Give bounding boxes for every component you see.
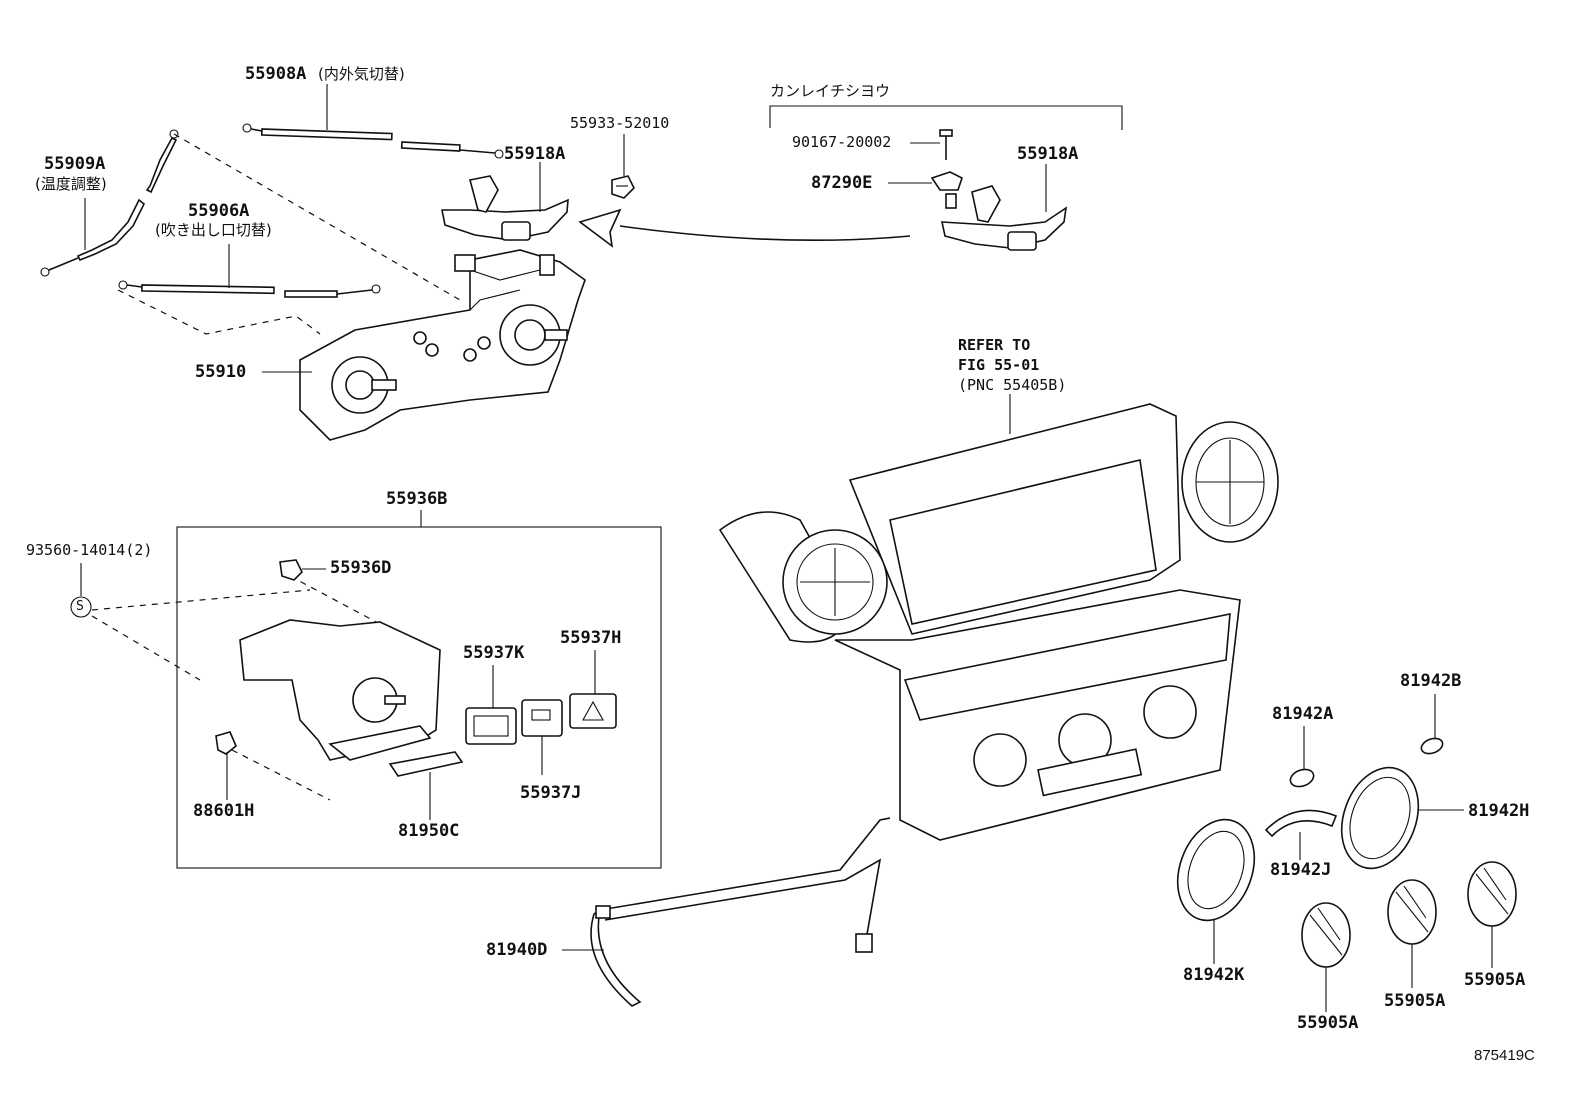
bolt-90167	[939, 129, 953, 160]
center-panel	[718, 403, 1279, 841]
cable-55908a	[242, 123, 504, 159]
label-55937h: 55937H	[560, 628, 622, 648]
knob-55905a-3	[1467, 861, 1517, 927]
label-55936b: 55936B	[386, 489, 448, 509]
dial-arc-81942j	[1264, 809, 1338, 838]
label-81950c: 81950C	[398, 821, 460, 841]
knob-55905a-2	[1387, 879, 1437, 945]
label-kanrei: カンレイチシヨウ	[770, 82, 891, 100]
label-55905a-3: 55905A	[1464, 970, 1526, 990]
cable-55909a	[40, 129, 179, 277]
label-refer-line2: FIG 55-01	[958, 356, 1040, 374]
bracket-kanrei	[769, 105, 1123, 130]
s-mark-circle	[70, 596, 92, 618]
label-55905a-2: 55905A	[1384, 991, 1446, 1011]
bulb-88601h	[215, 731, 237, 755]
bulb-55936d	[279, 559, 303, 581]
part-81942b	[1420, 737, 1444, 755]
button-55937k	[465, 707, 517, 745]
control-unit-55910	[299, 249, 586, 441]
label-81942b: 81942B	[1400, 671, 1462, 691]
linkage-55918a-left	[441, 175, 569, 241]
label-55910: 55910	[195, 362, 247, 382]
label-90167: 90167-20002	[792, 133, 892, 151]
label-55905a-1: 55905A	[1297, 1013, 1359, 1033]
label-87290e: 87290E	[811, 173, 873, 193]
label-refer-line1: REFER TO	[958, 336, 1031, 354]
label-55936d: 55936D	[330, 558, 392, 578]
label-55908a-note: (内外気切替)	[318, 65, 405, 83]
s-mark-label: S	[76, 599, 84, 614]
guide-dashed-screws	[91, 575, 411, 801]
dial-ring-81942h	[1340, 766, 1420, 870]
linkage-55918a-right	[940, 185, 1068, 251]
knob-55905a-1	[1301, 902, 1351, 968]
label-55933: 55933-52010	[570, 114, 670, 132]
guide-dashed-cables	[117, 133, 461, 335]
label-88601h: 88601H	[193, 801, 255, 821]
label-81942a: 81942A	[1272, 704, 1334, 724]
part-81942a	[1289, 768, 1315, 788]
figure-id: 875419C	[1474, 1047, 1535, 1064]
label-refer-line3: (PNC 55405B)	[958, 376, 1067, 394]
label-81942k: 81942K	[1183, 965, 1245, 985]
label-55937k: 55937K	[463, 643, 525, 663]
dial-ring-81942k	[1176, 818, 1256, 922]
label-55918a-left: 55918A	[504, 144, 566, 164]
label-55918a-right: 55918A	[1017, 144, 1079, 164]
label-55909a: 55909A	[44, 154, 106, 174]
label-81940d: 81940D	[486, 940, 548, 960]
button-55937j	[521, 699, 563, 737]
label-81942j: 81942J	[1270, 860, 1332, 880]
label-55906a: 55906A	[188, 201, 250, 221]
clip-55933	[611, 175, 635, 199]
switch-assembly	[239, 619, 441, 761]
label-55909a-note: (温度調整)	[35, 175, 107, 193]
button-55937h	[569, 693, 617, 729]
plate-81950c	[388, 751, 464, 777]
harness-81940d	[590, 817, 891, 1007]
assembly-box-55936b	[176, 526, 662, 869]
label-55908a: 55908A	[245, 64, 307, 84]
label-93560: 93560-14014(2)	[26, 541, 153, 559]
cable-55906a	[118, 280, 381, 298]
label-81942h: 81942H	[1468, 801, 1530, 821]
label-55937j: 55937J	[520, 783, 582, 803]
label-55906a-note: (吹き出し口切替)	[155, 221, 272, 239]
bracket-87290e	[930, 171, 963, 209]
replace-arrow	[578, 208, 911, 248]
